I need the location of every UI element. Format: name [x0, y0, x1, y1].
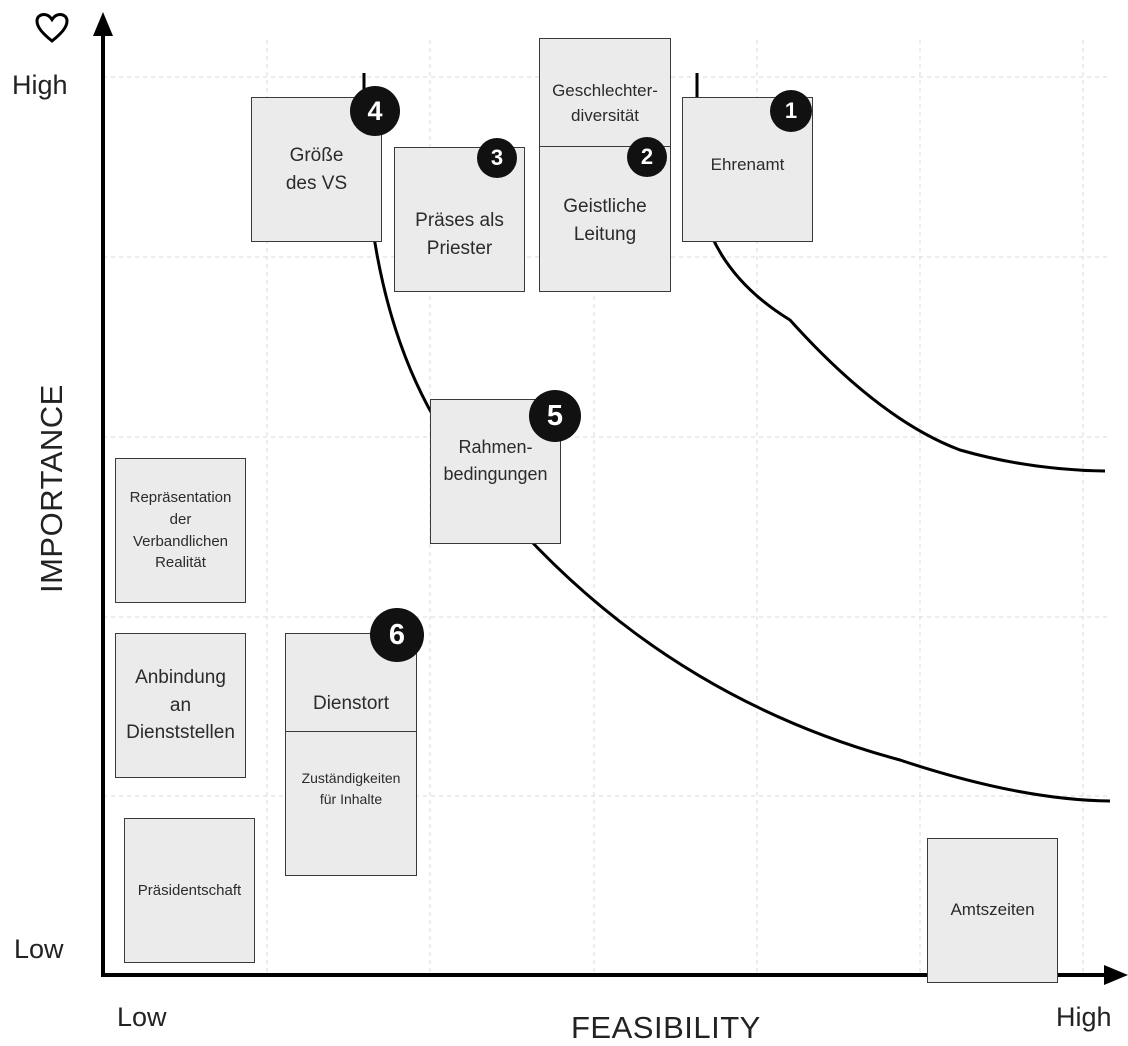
- note-geistliche-leitung: Geistliche Leitung: [540, 147, 670, 291]
- curve-left: [362, 73, 1111, 803]
- badge-3: 3: [477, 138, 517, 178]
- note-label: Repräsentation der Verbandlichen Realitä…: [129, 489, 232, 572]
- badge-2: 2: [627, 137, 667, 177]
- badge-6: 6: [370, 608, 424, 662]
- note-praesidentschaft: Präsidentschaft: [124, 818, 255, 963]
- note-repraesentation: Repräsentation der Verbandlichen Realitä…: [115, 458, 246, 603]
- note-label: Dienstort: [312, 692, 390, 714]
- badge-1: 1: [770, 90, 812, 132]
- heart-icon: [34, 12, 70, 49]
- note-label: Rahmen-bedingungen: [443, 437, 548, 484]
- y-high-label: High: [12, 70, 68, 100]
- badge-4: 4: [350, 86, 400, 136]
- note-label: Amtszeiten: [950, 900, 1035, 920]
- x-axis-arrow: [1104, 965, 1128, 985]
- note-label: Präses als Priester: [415, 209, 504, 259]
- curve-right: [695, 73, 1106, 473]
- note-zustaendigkeiten: Zuständigkeiten für Inhalte: [286, 732, 416, 875]
- note-dienstort: Dienstort: [286, 634, 416, 732]
- note-label: Ehrenamt: [710, 155, 785, 175]
- note-label: Geschlechter-diversität: [552, 80, 658, 125]
- x-low-label: Low: [117, 1002, 167, 1032]
- note-anbindung: Anbindung an Dienststellen: [115, 633, 246, 778]
- note-geschlechterdiversitaet: Geschlechter-diversität: [540, 39, 670, 147]
- y-axis-arrow: [93, 12, 113, 36]
- note-label: Präsidentschaft: [137, 881, 242, 899]
- note-label: Anbindung an Dienststellen: [126, 667, 235, 744]
- note-amtszeiten: Amtszeiten: [927, 838, 1058, 983]
- x-high-label: High: [1056, 1002, 1112, 1032]
- note-label: Geistliche Leitung: [563, 196, 647, 245]
- y-axis-title: IMPORTANCE: [34, 384, 69, 593]
- x-axis-title: FEASIBILITY: [571, 1010, 761, 1045]
- badge-5: 5: [529, 390, 581, 442]
- note-label: Größe des VS: [285, 144, 348, 194]
- y-low-label: Low: [14, 934, 64, 964]
- note-groesse-des-vs: Größe des VS: [251, 97, 382, 242]
- note-dienstort-zustaendigkeiten: Dienstort Zuständigkeiten für Inhalte: [285, 633, 417, 876]
- note-label: Zuständigkeiten für Inhalte: [301, 770, 401, 807]
